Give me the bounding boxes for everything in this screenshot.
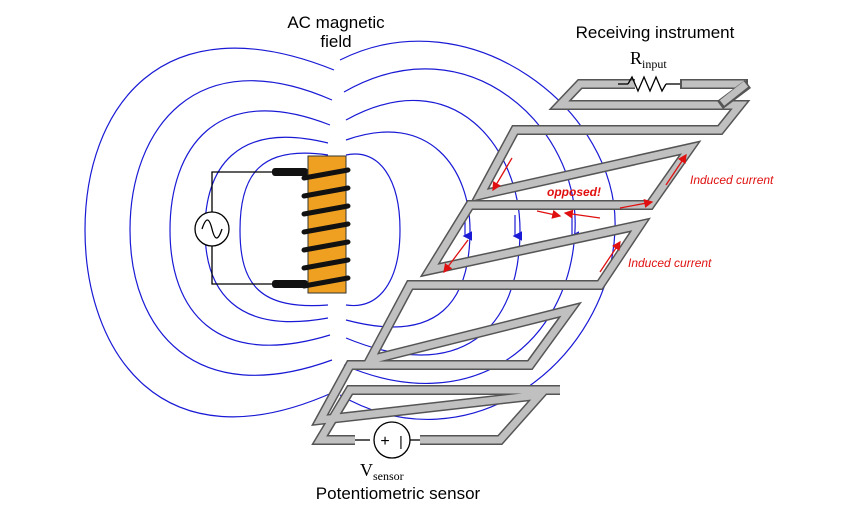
field-label-line2: field bbox=[320, 32, 351, 51]
field-line-left-5 bbox=[84, 47, 335, 418]
coil-leads bbox=[272, 168, 308, 176]
induced-current-label-lower: Induced current bbox=[628, 256, 712, 270]
field-line-right-3 bbox=[345, 99, 521, 356]
field-line-left-1 bbox=[239, 152, 329, 307]
induced-current-label-upper: Induced current bbox=[690, 173, 774, 187]
voltage-label-sub: sensor bbox=[373, 469, 404, 483]
ac-source-circuit bbox=[211, 171, 278, 285]
receiver-title: Receiving instrument bbox=[576, 23, 735, 42]
coil-windings bbox=[301, 167, 351, 289]
source-minus-label: | bbox=[399, 433, 403, 449]
opposed-label: opposed! bbox=[547, 185, 601, 199]
field-line-right-2 bbox=[345, 131, 471, 328]
magnetic-field-lines bbox=[84, 40, 616, 421]
field-line-right-4 bbox=[343, 68, 576, 384]
field-line-left-4 bbox=[129, 80, 333, 376]
twisted-pair-cable bbox=[311, 79, 751, 445]
dc-source-icon: + | bbox=[355, 421, 420, 459]
voltage-label: Vsensor bbox=[360, 460, 404, 483]
sensor-title: Potentiometric sensor bbox=[316, 484, 481, 503]
resistor-icon bbox=[618, 75, 680, 93]
resistor-label-sub: input bbox=[642, 57, 667, 71]
electromagnet bbox=[272, 155, 351, 294]
sine-wave-source-icon bbox=[194, 211, 230, 247]
field-label-line1: AC magnetic bbox=[287, 13, 385, 32]
source-plus-label: + bbox=[380, 433, 389, 450]
induced-current-arrows bbox=[443, 153, 687, 274]
field-line-right-1 bbox=[345, 153, 401, 307]
field-line-left-3 bbox=[169, 110, 331, 346]
resistor-label: Rinput bbox=[630, 48, 667, 71]
